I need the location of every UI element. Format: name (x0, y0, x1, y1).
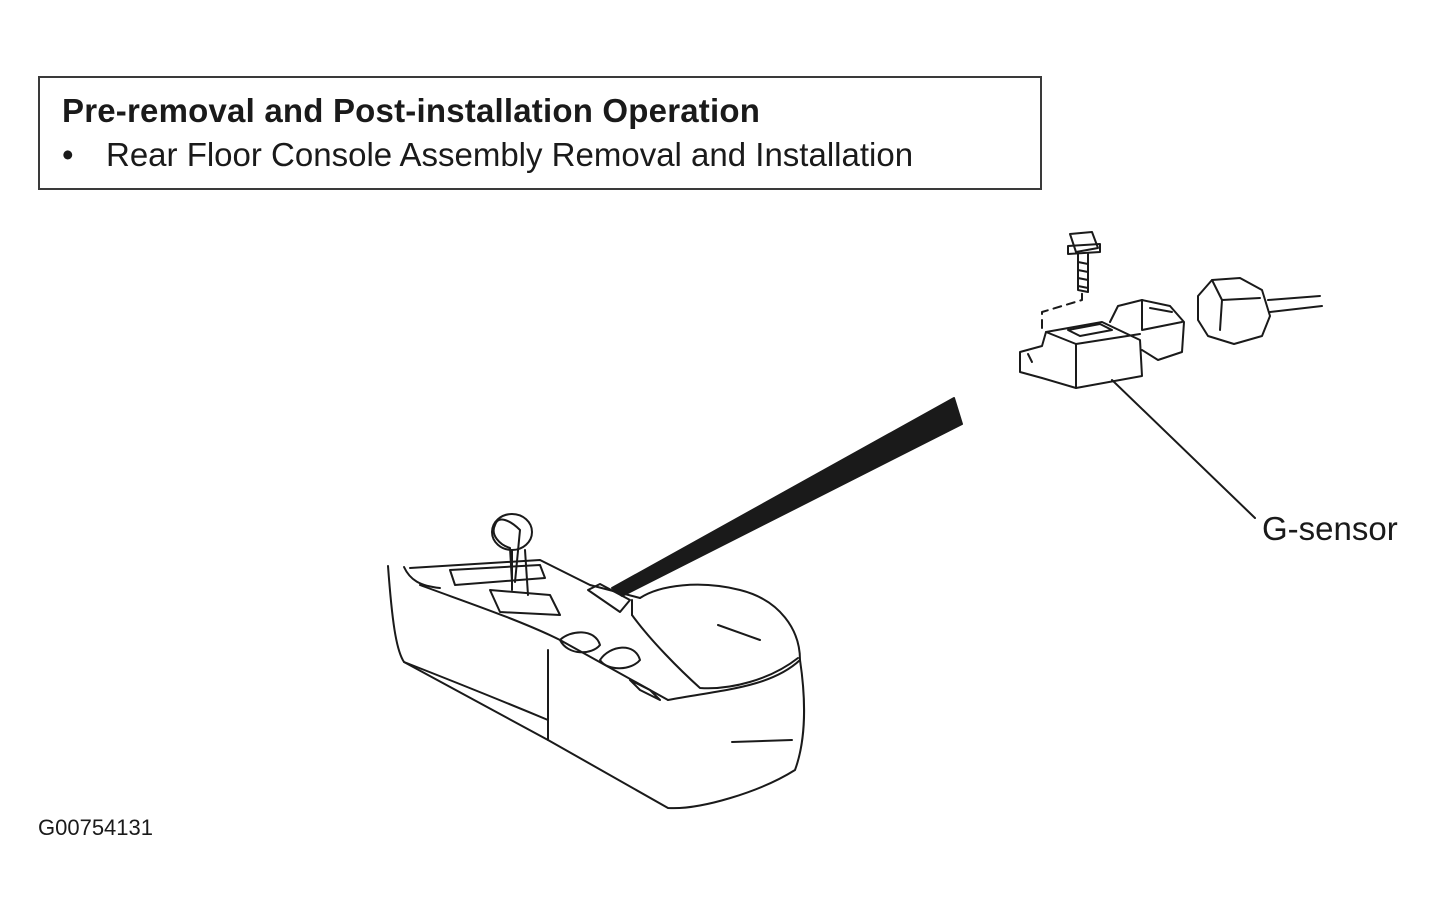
note-list-item: • Rear Floor Console Assembly Removal and… (62, 136, 913, 174)
figure-id: G00754131 (38, 815, 153, 840)
note-title: Pre-removal and Post-installation Operat… (62, 92, 761, 129)
note-item-text: Rear Floor Console Assembly Removal and … (106, 136, 914, 173)
bullet-icon: • (62, 136, 74, 173)
g-sensor-icon (1019, 321, 1143, 389)
connector-icon (1109, 277, 1323, 361)
console-icon (387, 513, 805, 810)
bolt-icon (1067, 231, 1101, 293)
operation-note-box: Pre-removal and Post-installation Operat… (38, 76, 1042, 190)
g-sensor-label: G-sensor (1262, 510, 1398, 547)
